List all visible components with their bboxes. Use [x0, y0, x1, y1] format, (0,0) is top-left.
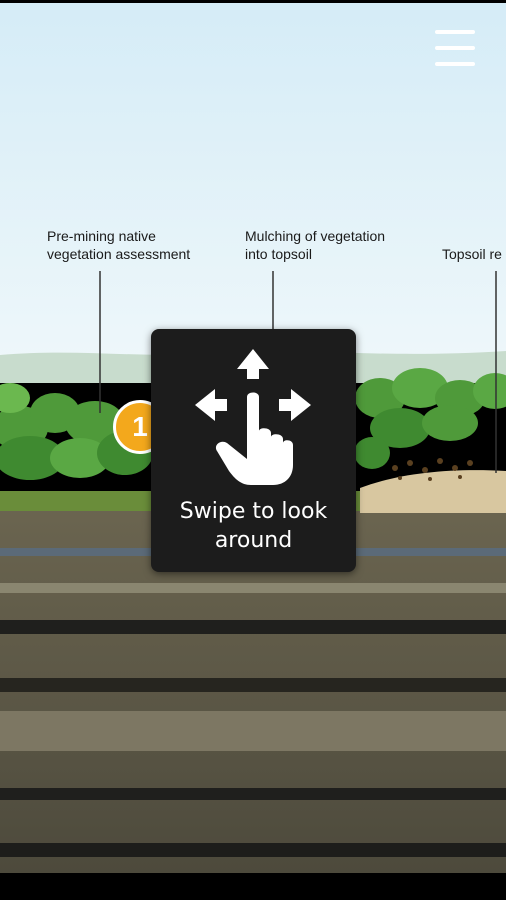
label-pre-mining-assessment: Pre-mining native vegetation assessment [47, 228, 191, 262]
soil-stripe-5 [0, 711, 506, 751]
sky [0, 3, 506, 363]
vegetation-right [354, 368, 506, 469]
label-mulching: Mulching of vegetation into topsoil [245, 228, 386, 262]
soil-stripe-3 [0, 620, 506, 634]
swipe-hint-overlay[interactable]: Swipe to look around [151, 329, 356, 572]
swipe-gesture-icon [195, 349, 311, 485]
menu-button[interactable] [430, 26, 478, 72]
soil-stripe-6 [0, 788, 506, 800]
system-nav-bar [0, 873, 506, 900]
panorama-scene[interactable] [0, 3, 506, 873]
soil-stripe-2 [0, 583, 506, 593]
topsoil-mound [360, 470, 506, 513]
label-topsoil: Topsoil re [442, 246, 502, 262]
soil-stripe-4 [0, 678, 506, 692]
swipe-hint-text: Swipe to look around [179, 499, 328, 553]
mulch-dots [392, 458, 473, 481]
soil-stripe-7 [0, 843, 506, 857]
